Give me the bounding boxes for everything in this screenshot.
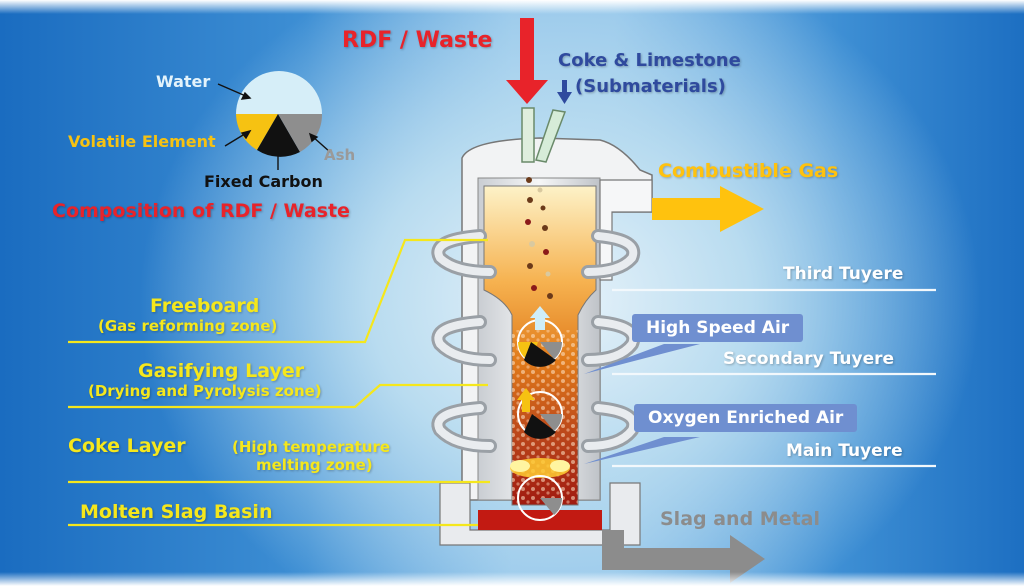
pie-slice-water bbox=[236, 71, 322, 114]
slag-metal-label: Slag and Metal bbox=[660, 508, 821, 530]
zone-molten-slag-label: Molten Slag Basin bbox=[80, 501, 273, 523]
composition-circle-coke bbox=[517, 388, 563, 439]
up-arrow-icon bbox=[530, 306, 550, 330]
callout-pointer bbox=[584, 437, 700, 464]
composition-circle-basin bbox=[517, 475, 563, 521]
high-speed-air-callout: High Speed Air bbox=[632, 314, 804, 342]
zone-gasifying-sub: (Drying and Pyrolysis zone) bbox=[88, 382, 322, 400]
pie-slice-volatile bbox=[236, 114, 278, 150]
up-arrow-icon bbox=[517, 388, 535, 412]
main-tuyere-label: Main Tuyere bbox=[786, 441, 903, 461]
zone-leader-lines bbox=[68, 238, 490, 527]
pie-leaders bbox=[217, 83, 331, 170]
combustible-gas-label: Combustible Gas bbox=[658, 160, 839, 182]
composition-title: Composition of RDF / Waste bbox=[52, 200, 350, 222]
rdf-arrow-icon bbox=[506, 18, 548, 104]
furnace-shell bbox=[439, 137, 653, 546]
pie-slice-ash bbox=[278, 114, 323, 152]
slag-out-arrow-icon bbox=[602, 530, 765, 583]
oxygen-enriched-air-callout: Oxygen Enriched Air bbox=[634, 404, 858, 432]
coke-arrow-icon bbox=[557, 80, 572, 104]
falling-particles bbox=[525, 177, 553, 299]
zone-coke-sub-2: melting zone) bbox=[256, 456, 373, 474]
zone-coke-label: Coke Layer bbox=[68, 435, 186, 457]
pie-slice-fixed-carbon bbox=[257, 114, 300, 157]
zone-gasifying-label: Gasifying Layer bbox=[138, 360, 305, 382]
coke-limestone-label: Coke & Limestone bbox=[558, 50, 741, 71]
pie-label-ash: Ash bbox=[324, 146, 356, 164]
composition-pie bbox=[236, 71, 323, 157]
pie-label-fixed-carbon: Fixed Carbon bbox=[204, 172, 323, 191]
pie-label-water: Water bbox=[156, 72, 211, 91]
tuyere-leader-lines bbox=[612, 288, 936, 468]
third-tuyere-label: Third Tuyere bbox=[783, 264, 904, 284]
feed-chutes bbox=[521, 107, 567, 163]
submaterials-label: (Submaterials) bbox=[575, 76, 726, 97]
pie-label-volatile: Volatile Element bbox=[68, 132, 216, 151]
zone-freeboard-sub: (Gas reforming zone) bbox=[98, 317, 278, 335]
rdf-waste-label: RDF / Waste bbox=[342, 28, 493, 53]
gas-out-arrow-icon bbox=[652, 186, 764, 232]
secondary-tuyere-label: Secondary Tuyere bbox=[723, 349, 895, 369]
composition-circle-gasifying bbox=[517, 306, 563, 367]
zone-coke-sub-1: (High temperature bbox=[232, 438, 391, 456]
callout-pointer bbox=[584, 344, 700, 374]
zone-freeboard-label: Freeboard bbox=[150, 295, 260, 317]
